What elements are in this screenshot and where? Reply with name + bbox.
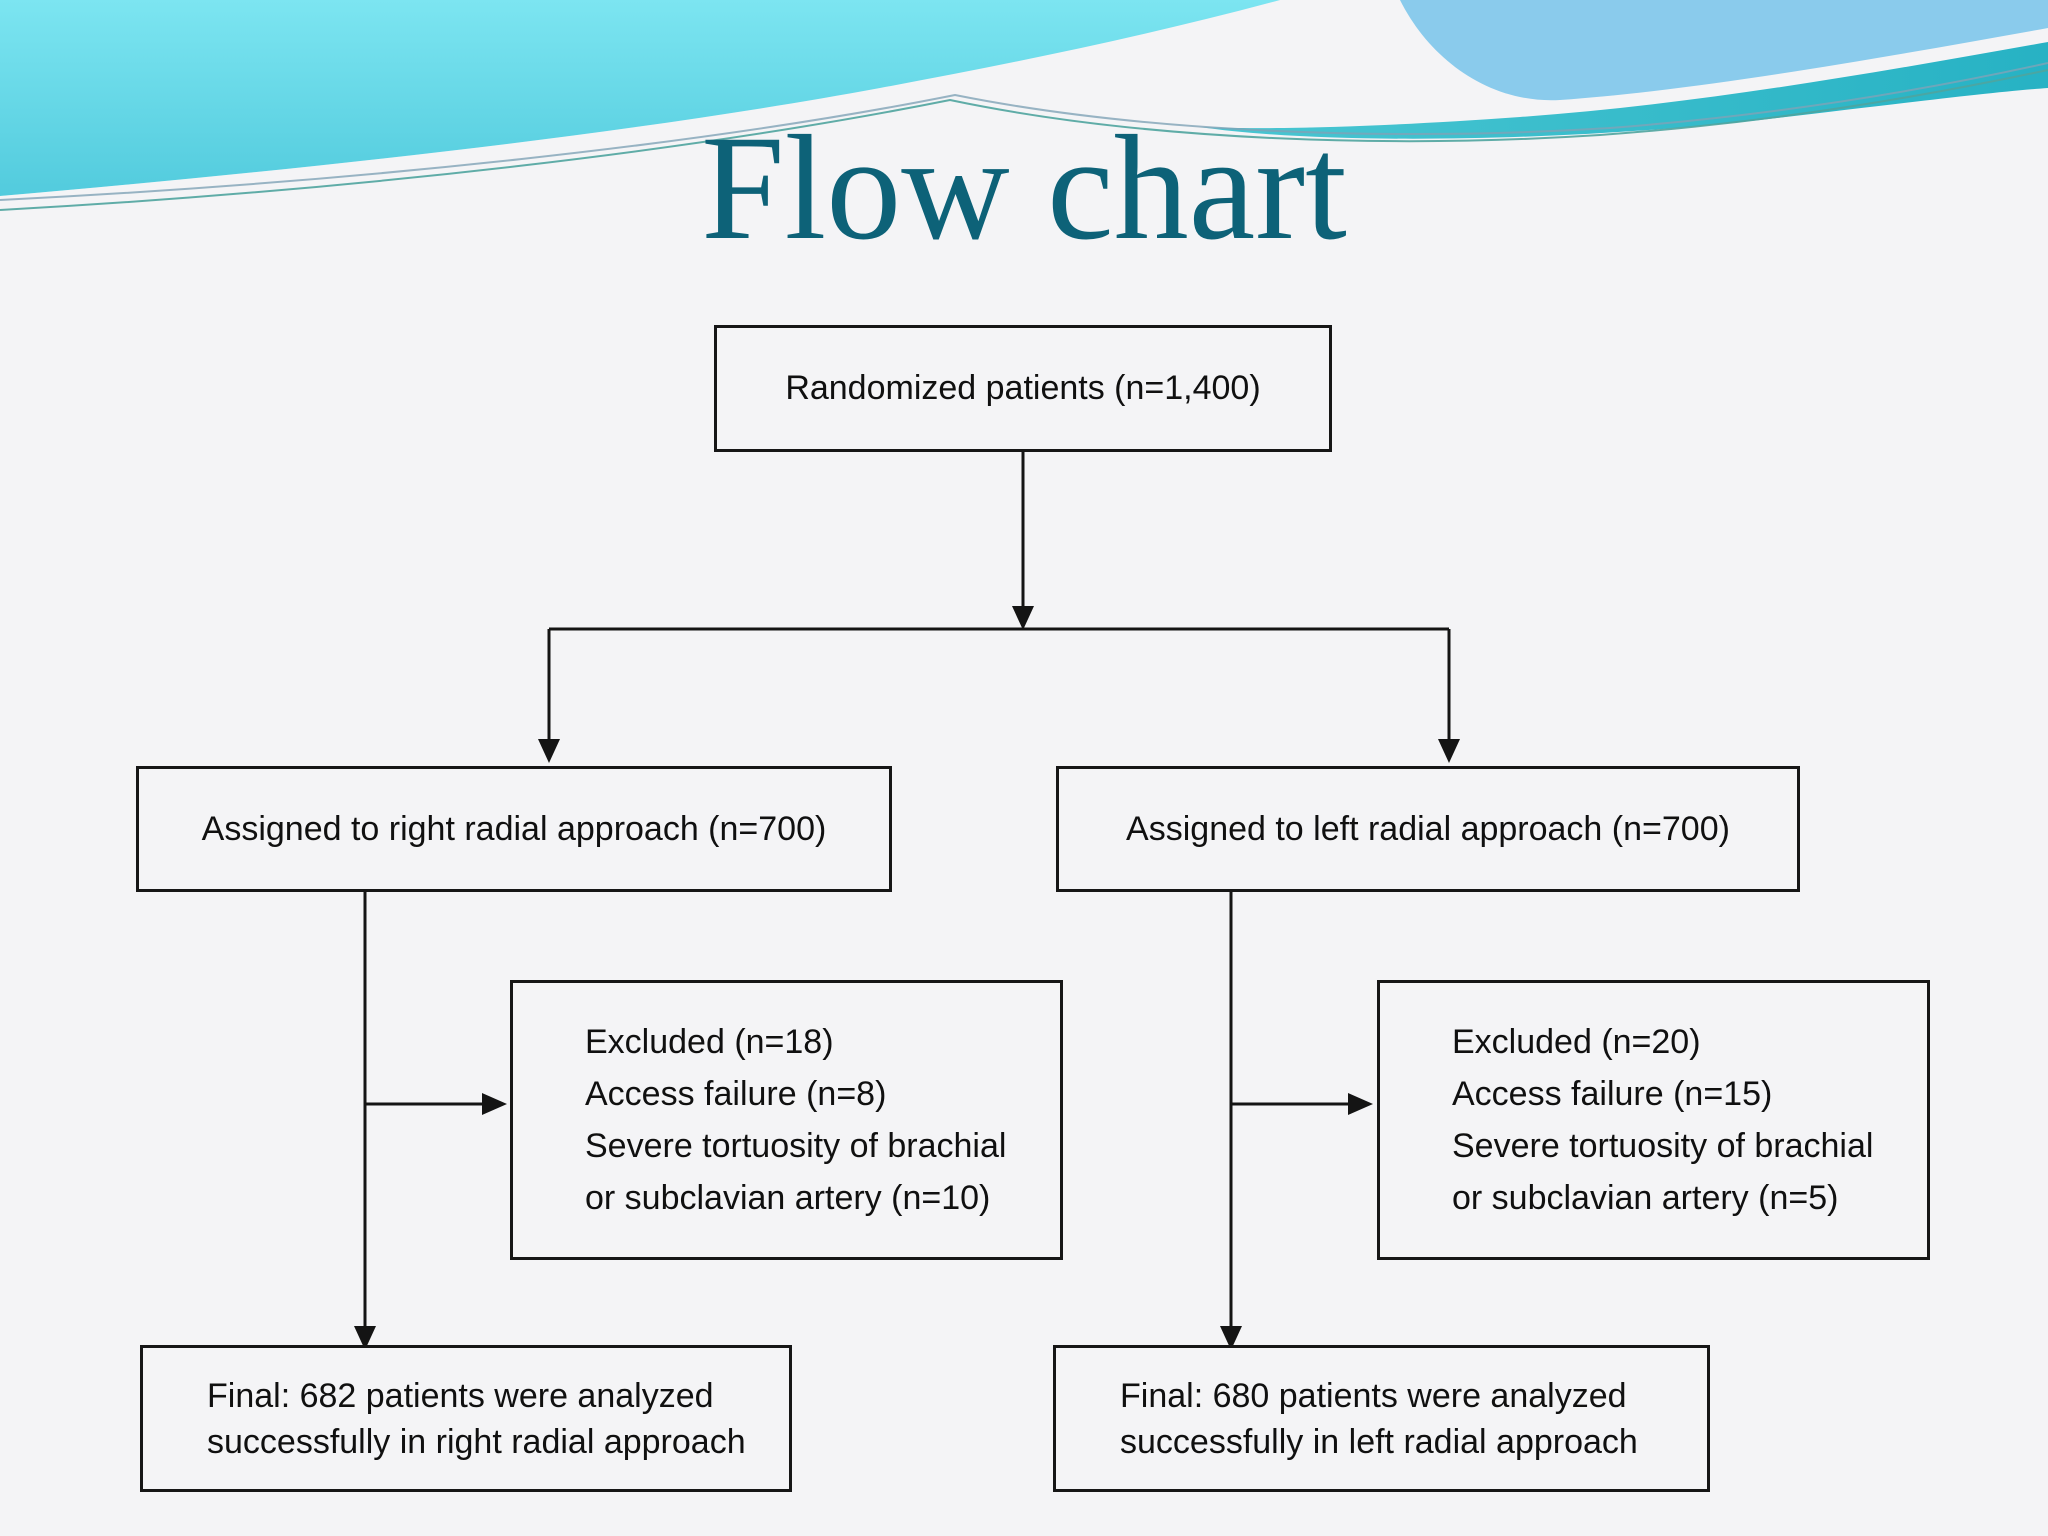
final-right-line: successfully in right radial approach bbox=[207, 1422, 746, 1461]
thin-accent-line-green bbox=[0, 69, 2048, 211]
arrowhead-left-arm bbox=[1438, 739, 1460, 763]
thin-accent-line-gray bbox=[0, 62, 2048, 201]
cyan-wave bbox=[0, 0, 1280, 196]
excluded-right-line: Access failure (n=8) bbox=[585, 1075, 887, 1113]
excluded-right-line: or subclavian artery (n=10) bbox=[585, 1179, 991, 1217]
arrowhead-split bbox=[1012, 606, 1034, 630]
arrowhead-right-final bbox=[354, 1326, 376, 1350]
arrowhead-left-excluded bbox=[1348, 1093, 1373, 1115]
slide-title: Flow chart bbox=[701, 105, 1347, 271]
teal-wave-band bbox=[1200, 42, 2048, 139]
excluded-right-line: Excluded (n=18) bbox=[585, 1023, 834, 1061]
randomized-label: Randomized patients (n=1,400) bbox=[785, 369, 1261, 408]
box-randomized-patients: Randomized patients (n=1,400) bbox=[714, 325, 1332, 452]
excluded-left-line: Excluded (n=20) bbox=[1452, 1023, 1701, 1061]
box-assigned-left-radial: Assigned to left radial approach (n=700) bbox=[1056, 766, 1800, 892]
final-right-line: Final: 682 patients were analyzed bbox=[207, 1376, 714, 1415]
final-left-line: Final: 680 patients were analyzed bbox=[1120, 1376, 1627, 1415]
excluded-left-line: or subclavian artery (n=5) bbox=[1452, 1179, 1839, 1217]
final-left-line: successfully in left radial approach bbox=[1120, 1422, 1638, 1461]
assigned-right-label: Assigned to right radial approach (n=700… bbox=[201, 809, 827, 848]
box-excluded-right-arm: Excluded (n=18) Access failure (n=8) Sev… bbox=[510, 980, 1063, 1260]
box-assigned-right-radial: Assigned to right radial approach (n=700… bbox=[136, 766, 892, 892]
box-excluded-left-arm: Excluded (n=20) Access failure (n=15) Se… bbox=[1377, 980, 1930, 1260]
arrowhead-right-excluded bbox=[482, 1093, 507, 1115]
excluded-left-line: Access failure (n=15) bbox=[1452, 1075, 1773, 1113]
excluded-left-line: Severe tortuosity of brachial bbox=[1452, 1127, 1874, 1165]
box-final-left-radial: Final: 680 patients were analyzed succes… bbox=[1053, 1345, 1710, 1492]
arrowhead-left-final bbox=[1220, 1326, 1242, 1350]
assigned-left-label: Assigned to left radial approach (n=700) bbox=[1126, 809, 1730, 848]
blue-sky-wave bbox=[1400, 0, 2048, 101]
excluded-right-line: Severe tortuosity of brachial bbox=[585, 1127, 1007, 1165]
header-wave-decoration bbox=[0, 0, 2048, 300]
box-final-right-radial: Final: 682 patients were analyzed succes… bbox=[140, 1345, 792, 1492]
arrowhead-right-arm bbox=[538, 739, 560, 763]
